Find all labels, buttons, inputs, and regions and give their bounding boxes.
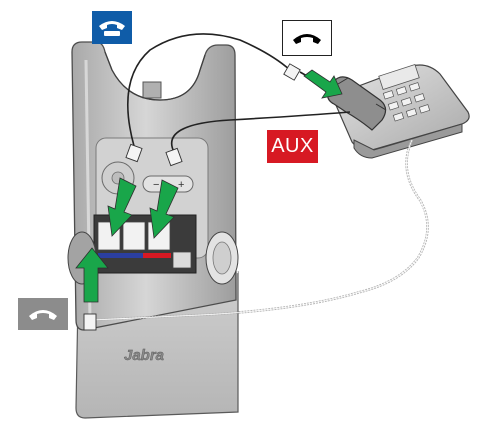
port-color-strip-red <box>143 253 171 258</box>
base-station-body: − + Jabra <box>71 41 237 364</box>
handset-icon-badge-black <box>282 20 332 56</box>
arrow-phone <box>303 69 343 99</box>
handset-icon <box>99 20 125 36</box>
cables <box>91 33 429 322</box>
desk-phone <box>327 63 470 159</box>
handset-icon <box>29 310 57 320</box>
arrow-down-right <box>149 179 179 239</box>
handset-icon <box>293 34 321 44</box>
handset-icon-badge-blue <box>92 11 132 44</box>
svg-text:−: − <box>153 179 159 191</box>
aux-label: AUX <box>271 135 314 157</box>
svg-text:+: + <box>178 179 184 191</box>
jabra-logo-text: Jabra <box>124 347 164 364</box>
connector-plugs <box>83 63 301 331</box>
arrow-down-left <box>107 177 137 237</box>
connection-arrows <box>75 69 343 303</box>
port-color-strip-blue <box>98 253 143 258</box>
arrow-up-left <box>75 247 109 303</box>
aux-label-badge: AUX <box>267 130 318 163</box>
handset-icon-badge-gray <box>18 298 68 330</box>
